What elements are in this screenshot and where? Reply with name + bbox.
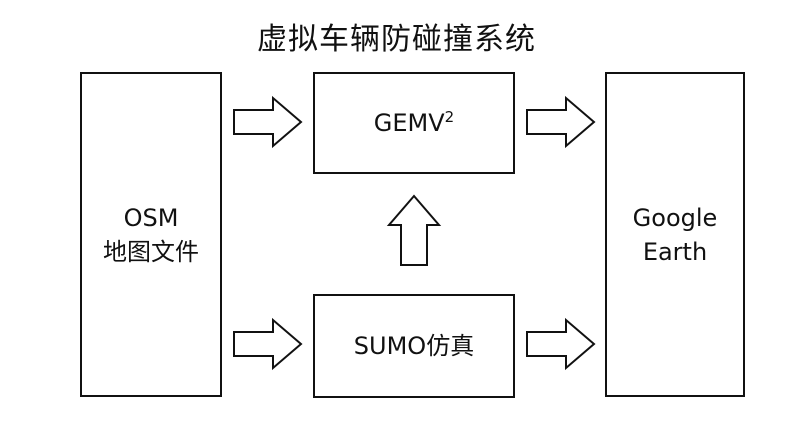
sumo-simulation-label: SUMO仿真 xyxy=(353,332,475,360)
gemv2-box: GEMV2 xyxy=(313,72,515,174)
diagram-title: 虚拟车辆防碰撞系统 xyxy=(257,22,536,57)
osm-map-file-box: OSM 地图文件 xyxy=(80,72,222,397)
arrow-sumo-to-google-earth xyxy=(526,317,596,371)
google-earth-line1: Google xyxy=(632,203,718,232)
gemv2-label-text: GEMV xyxy=(373,109,445,137)
osm-label-line2: 地图文件 xyxy=(103,237,199,266)
gemv2-label: GEMV2 xyxy=(374,106,454,140)
sumo-simulation-box: SUMO仿真 xyxy=(313,294,515,398)
google-earth-box: Google Earth xyxy=(605,72,745,397)
gemv2-label-superscript: 2 xyxy=(444,108,455,126)
google-earth-line2: Earth xyxy=(642,237,708,266)
arrow-gemv2-to-google-earth xyxy=(526,95,596,149)
osm-map-file-label: OSM 地图文件 xyxy=(103,201,199,269)
arrow-osm-to-sumo xyxy=(233,317,303,371)
arrow-sumo-to-gemv2 xyxy=(386,194,442,266)
google-earth-label: Google Earth xyxy=(633,201,718,269)
arrow-osm-to-gemv2 xyxy=(233,95,303,149)
osm-label-line1: OSM xyxy=(123,203,179,232)
